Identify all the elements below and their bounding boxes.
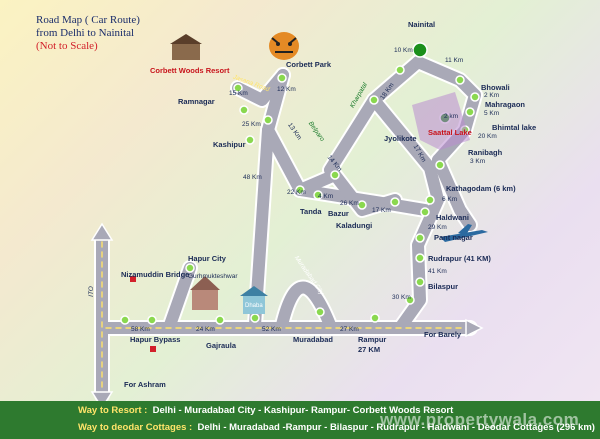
km-30: 30 Km <box>392 294 411 301</box>
title-line-2: from Delhi to Nainital <box>36 27 135 39</box>
label-nainital: Nainital <box>408 20 436 29</box>
km-52: 52 Km <box>262 326 281 333</box>
km-15: 15 Km <box>229 90 248 97</box>
km-58: 58 Km <box>131 326 150 333</box>
label-kaladungi: Kaladungi <box>336 221 373 230</box>
map-title: Road Map ( Car Route) from Delhi to Nain… <box>36 14 140 53</box>
km-10: 10 Km <box>394 47 413 54</box>
km-29: 29 Km <box>428 224 447 231</box>
label-tanda: Tanda <box>300 207 322 216</box>
label-bazur: Bazur <box>328 209 349 218</box>
marker-red-2 <box>150 346 156 352</box>
marker-red-1 <box>130 276 136 282</box>
cottage-route-row: Way to deodar Cottages : Delhi - Muradab… <box>78 422 595 433</box>
label-rampur: Rampur <box>358 335 387 344</box>
label-ramnagar: Ramnagar <box>178 97 215 106</box>
watermark: www.propertywala.com <box>380 410 580 429</box>
label-kathagodam: Kathagodam (6 km) <box>446 184 516 193</box>
km-6: 6 Km <box>442 196 458 203</box>
km-4: 4 Km <box>318 193 334 200</box>
label-rampur-km: 27 KM <box>358 345 381 354</box>
label-dhaba: Dhaba <box>245 303 263 309</box>
arrow-right-icon <box>465 318 484 338</box>
resort-building-icon <box>170 34 202 60</box>
airplane-icon <box>440 224 488 242</box>
label-for-ashram: For Ashram <box>124 380 166 389</box>
tiger-logo <box>269 32 299 60</box>
label-corbett-woods: Corbett Woods Resort <box>150 66 230 75</box>
km-11: 11 Km <box>445 57 464 64</box>
km-5: 5 Km <box>484 110 500 117</box>
resort-route-row: Way to Resort : Delhi - Muradabad City -… <box>78 405 453 416</box>
road-centerlines <box>101 241 467 393</box>
label-haldwani: Haldwani <box>436 213 469 222</box>
cottage-route-path: Delhi - Muradabad -Rampur - Bilaspur - R… <box>197 422 595 433</box>
label-nizamuddin: Nizamuddin Bridge <box>121 270 190 279</box>
label-hapur-bypass: Hapur Bypass <box>130 335 181 344</box>
label-garhmukteshwar: Gurhmukteshwar <box>188 273 238 280</box>
label-bhimtal: Bhimtal lake <box>492 123 537 132</box>
label-gajraula: Gajraula <box>206 341 237 350</box>
label-jyolikote: Jyolikote <box>384 134 417 143</box>
label-corbett-park: Corbett Park <box>286 60 332 69</box>
label-bilaspur: Bilaspur <box>428 282 459 291</box>
road-ito: ITO <box>87 286 95 297</box>
km-27: 27 Km <box>340 326 359 333</box>
km-12: 12 Km <box>277 86 296 93</box>
label-rudrapur: Rudrapur (41 KM) <box>428 254 491 263</box>
km-26: 26 Km <box>340 200 359 207</box>
arrow-up-icon <box>90 222 114 241</box>
title-line-3: (Not to Scale) <box>36 40 98 52</box>
km-41: 41 Km <box>428 268 447 275</box>
lake-area <box>412 92 470 150</box>
arrow-down-icon <box>90 391 114 410</box>
label-hapur-city: Hapur City <box>188 254 226 263</box>
title-line-1: Road Map ( Car Route) <box>36 14 140 26</box>
label-pantnagar: Pant nagar <box>434 233 473 242</box>
label-ranibagh: Ranibagh <box>468 148 503 157</box>
temple-icon <box>190 276 220 310</box>
km-24: 24 Km <box>196 326 215 333</box>
label-saattal: Saattal Lake <box>428 128 472 137</box>
label-bhowali: Bhowali <box>481 83 510 92</box>
cottage-route-label: Way to deodar Cottages : <box>78 422 193 433</box>
label-muradabad: Muradabad <box>293 335 334 344</box>
resort-route-label: Way to Resort : <box>78 405 148 416</box>
nainital-marker <box>412 42 428 58</box>
km-3: 3 Km <box>470 158 486 165</box>
label-for-barely: For Barely <box>424 330 462 339</box>
km-22: 22 Km <box>287 189 306 196</box>
dhaba-icon <box>240 286 268 314</box>
km-25: 25 Km <box>242 121 261 128</box>
resort-route-path: Delhi - Muradabad City - Kashipur- Rampu… <box>152 405 454 416</box>
route-info-bar: Way to Resort : Delhi - Muradabad City -… <box>0 401 600 439</box>
label-mahragaon: Mahragaon <box>485 100 526 109</box>
km-2: 2 Km <box>484 92 500 99</box>
km-2b: 2 km <box>444 113 459 120</box>
km-20: 20 Km <box>478 133 497 140</box>
km-17a: 17 Km <box>372 207 391 214</box>
label-kashipur: Kashipur <box>213 140 246 149</box>
km-48: 48 Km <box>243 174 262 181</box>
